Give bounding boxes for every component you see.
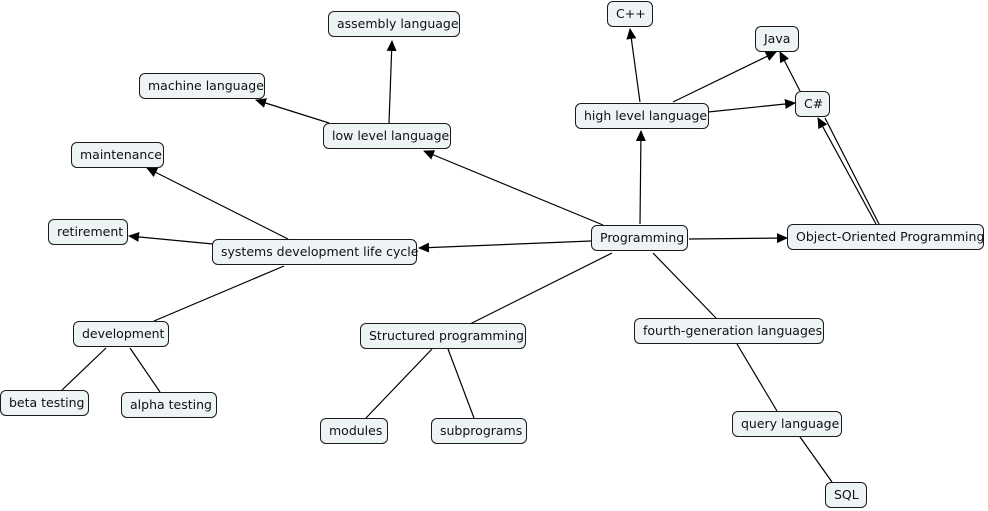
edge-programming-fourthgen bbox=[652, 252, 717, 319]
node-alpha-testing[interactable]: alpha testing bbox=[121, 392, 217, 418]
node-low-level-language[interactable]: low level language bbox=[323, 123, 451, 149]
node-development[interactable]: development bbox=[73, 321, 169, 347]
node-beta-testing[interactable]: beta testing bbox=[0, 390, 89, 416]
edge-programming-highlevel bbox=[635, 130, 646, 225]
edge-lowlevel-assembly bbox=[386, 40, 397, 124]
edge-programming-oop bbox=[688, 233, 788, 244]
edge-structured-subprograms bbox=[447, 348, 475, 419]
node-high-level-language[interactable]: high level language bbox=[575, 103, 709, 129]
node-query-language[interactable]: query language bbox=[732, 411, 842, 437]
node-maintenance[interactable]: maintenance bbox=[71, 142, 164, 168]
node-cpp[interactable]: C++ bbox=[607, 1, 653, 27]
node-sql[interactable]: SQL bbox=[825, 482, 867, 508]
node-machine-language[interactable]: machine language bbox=[139, 73, 265, 99]
edge-development-beta bbox=[61, 347, 107, 391]
edge-oop-csharp-a bbox=[817, 117, 877, 225]
node-assembly-language[interactable]: assembly language bbox=[328, 11, 460, 37]
edge-lowlevel-machine bbox=[255, 98, 330, 124]
node-csharp[interactable]: C# bbox=[795, 91, 830, 117]
node-object-oriented-programming[interactable]: Object-Oriented Programming bbox=[787, 224, 984, 250]
edge-programming-lowlevel bbox=[423, 150, 604, 226]
edge-structured-modules bbox=[365, 348, 433, 419]
edge-fourthgen-query bbox=[736, 343, 778, 412]
edge-development-alpha bbox=[129, 347, 161, 393]
edge-sdlc-maintenance bbox=[146, 167, 289, 240]
edge-csharp-java bbox=[779, 51, 801, 92]
node-structured-programming[interactable]: Structured programming bbox=[360, 323, 526, 349]
node-programming[interactable]: Programming bbox=[591, 225, 688, 251]
node-retirement[interactable]: retirement bbox=[48, 219, 128, 245]
edge-query-sql bbox=[799, 436, 833, 483]
edge-highlevel-csharp bbox=[707, 99, 796, 113]
node-java[interactable]: Java bbox=[755, 26, 799, 52]
edge-sdlc-retirement bbox=[128, 231, 214, 245]
edge-highlevel-java bbox=[672, 51, 777, 103]
edge-programming-sdlc bbox=[418, 240, 592, 253]
node-fourth-generation-languages[interactable]: fourth-generation languages bbox=[634, 318, 824, 344]
edge-oop-csharp-b bbox=[824, 117, 880, 225]
edge-programming-structured bbox=[469, 252, 613, 325]
node-systems-development-life-cycle[interactable]: systems development life cycle bbox=[212, 239, 418, 265]
edge-highlevel-cpp bbox=[626, 28, 641, 103]
node-subprograms[interactable]: subprograms bbox=[431, 418, 527, 444]
node-modules[interactable]: modules bbox=[320, 418, 388, 444]
edge-sdlc-development bbox=[153, 265, 285, 322]
